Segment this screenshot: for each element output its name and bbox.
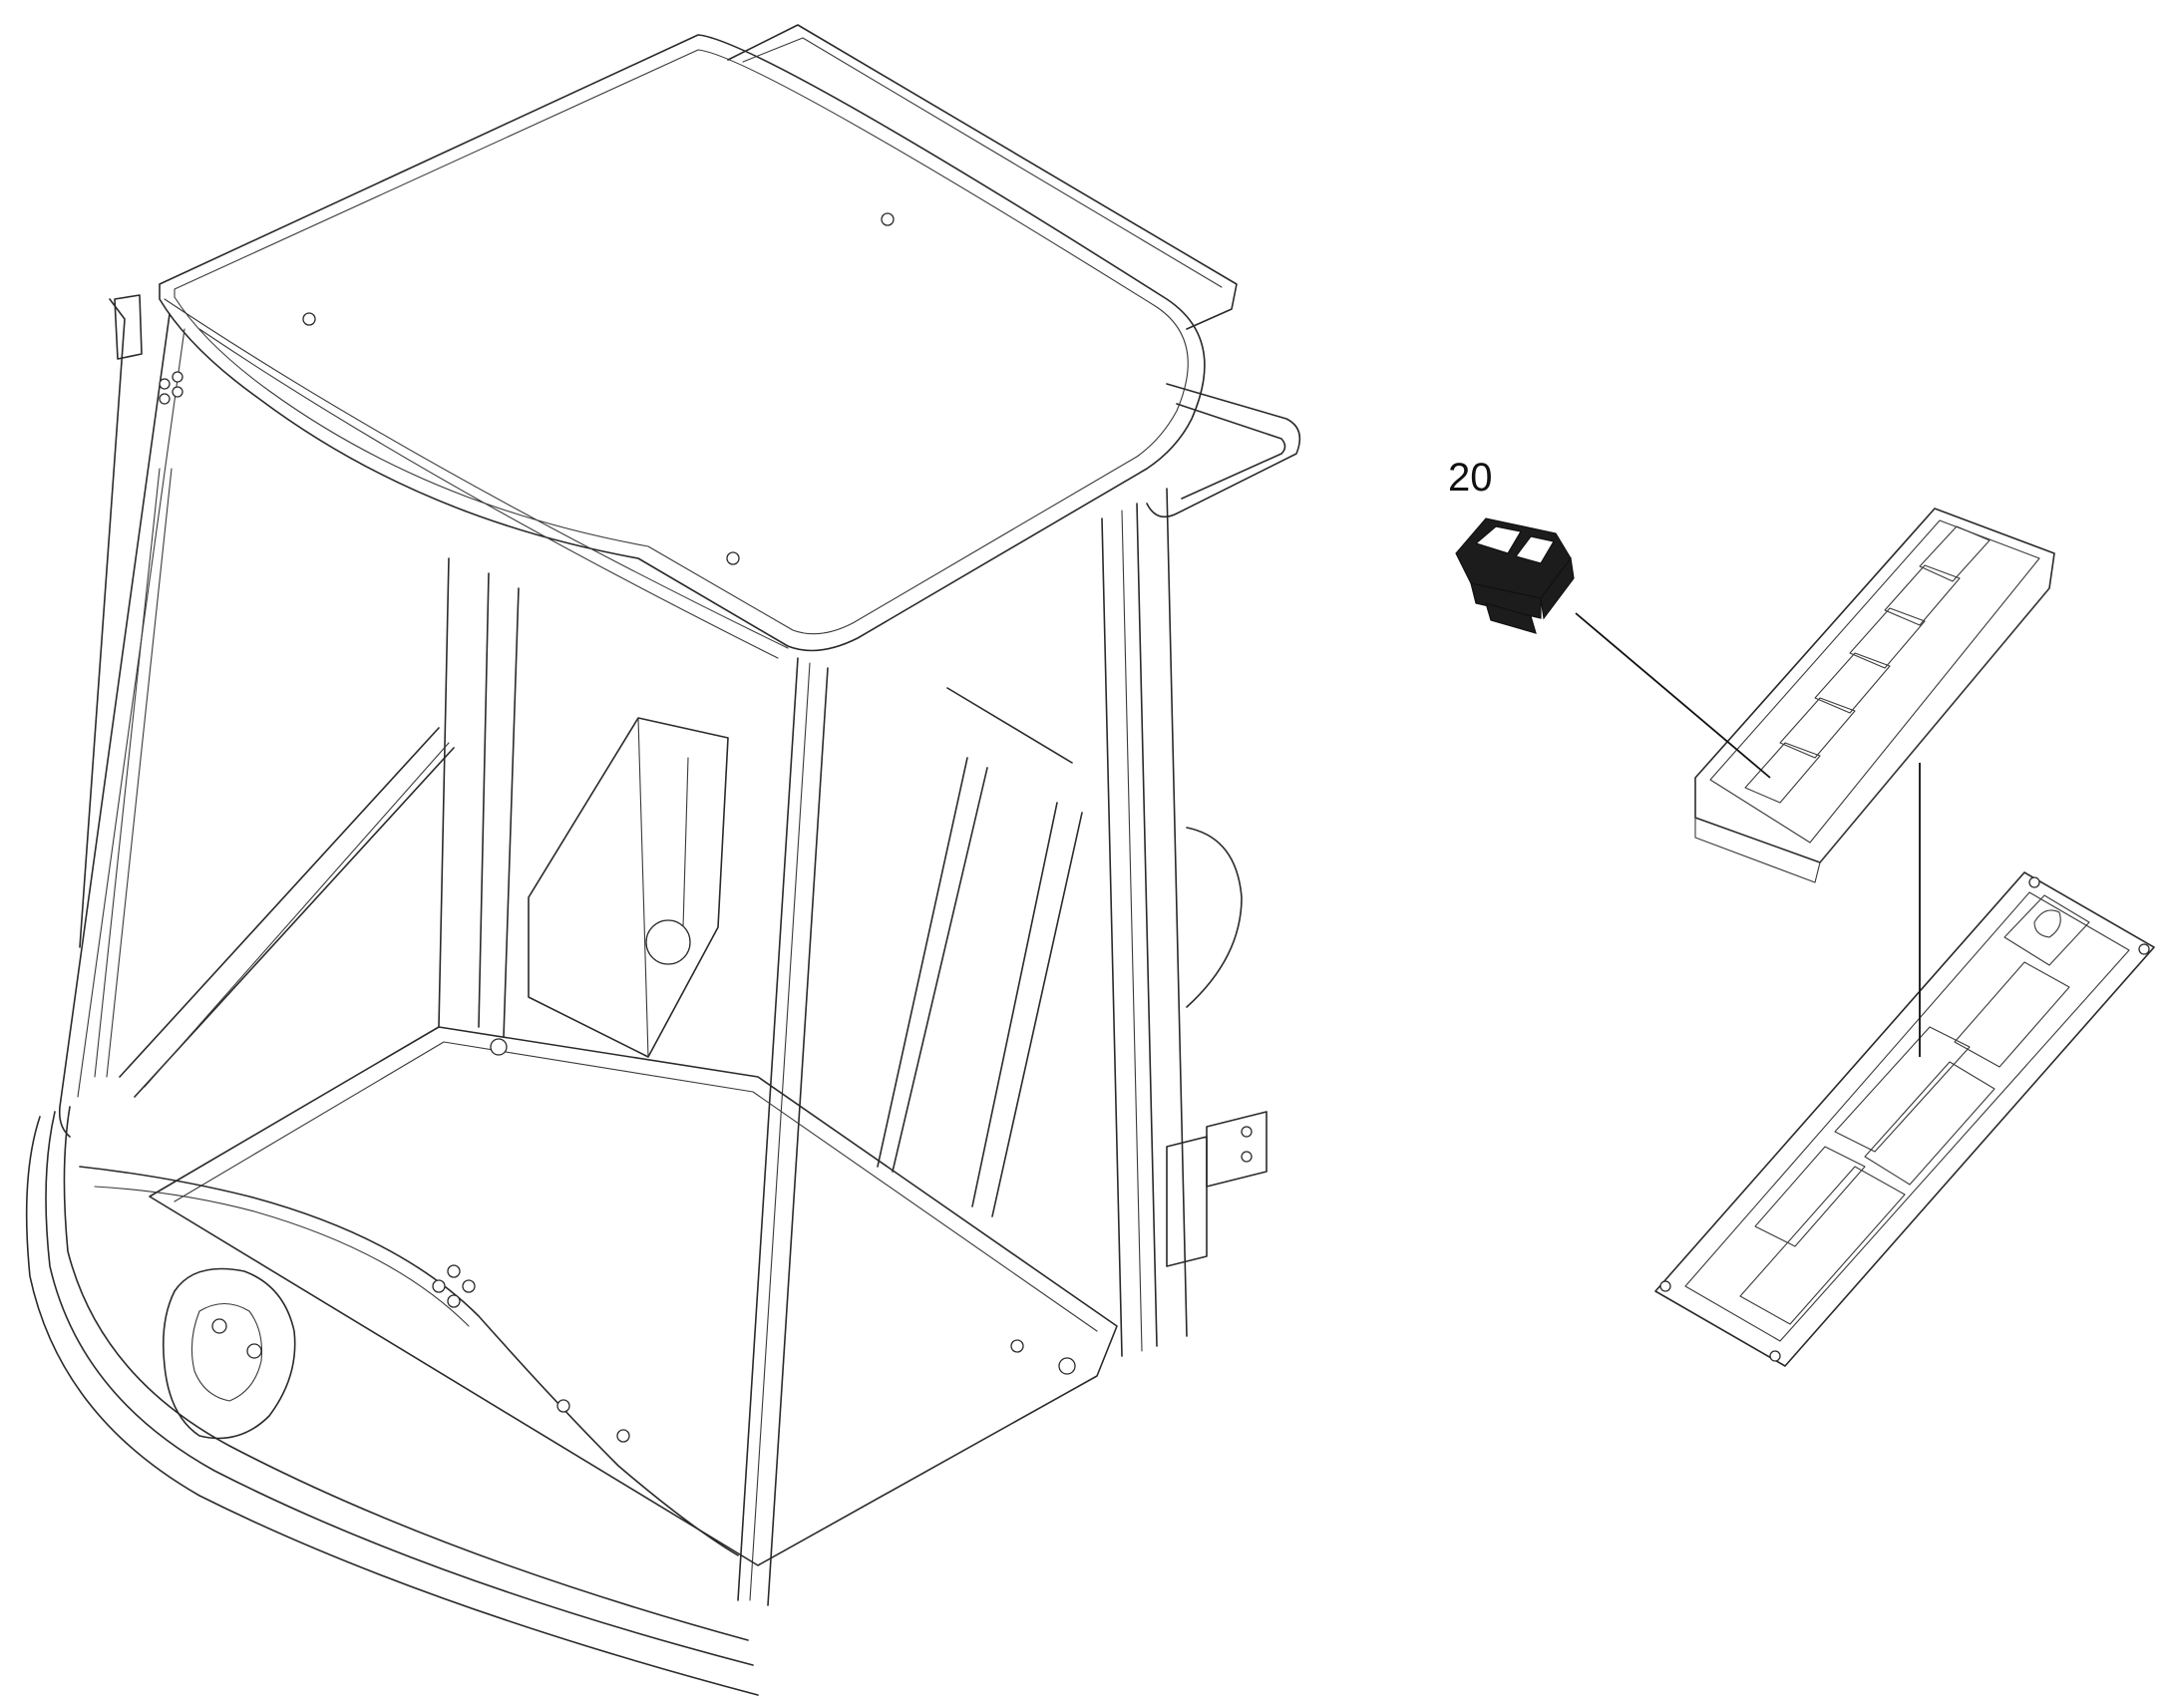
- switch-panel-gasket: [1654, 871, 2155, 1367]
- rocker-switch-part: [1455, 517, 1575, 634]
- leader-lines: [1575, 612, 1921, 1057]
- switch-panel-housing: [1694, 508, 2055, 883]
- callout-number-20: 20: [1448, 456, 1493, 500]
- leader-line-switch: [1575, 612, 1771, 779]
- operator-cab-frame: [25, 24, 1301, 1696]
